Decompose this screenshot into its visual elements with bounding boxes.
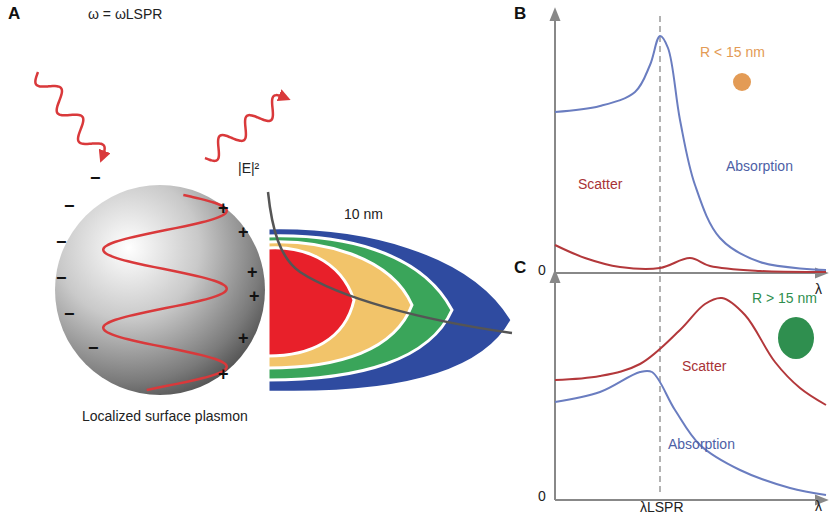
- scatter-curve: [555, 245, 826, 272]
- size-label: R < 15 nm: [700, 44, 765, 60]
- charge-sign: +: [238, 222, 249, 242]
- charge-sign: −: [90, 168, 101, 188]
- field-band: [268, 228, 512, 392]
- absorption-curve: [555, 371, 826, 495]
- charge-sign: +: [249, 286, 260, 306]
- x-axis: [555, 499, 826, 501]
- frequency-label: ω = ωLSPR: [88, 6, 162, 22]
- field-label: |E|²: [238, 160, 259, 176]
- caption-label: Localized surface plasmon: [82, 408, 248, 424]
- scatter-curve: [555, 298, 826, 405]
- charge-sign: −: [88, 338, 99, 358]
- charge-sign: +: [218, 364, 229, 384]
- panel-letter: B: [514, 4, 526, 24]
- charge-sign: −: [64, 196, 75, 216]
- scattered-light: [205, 95, 286, 161]
- series-label: Scatter: [682, 358, 726, 374]
- series-label: Absorption: [668, 436, 735, 452]
- charge-sign: +: [238, 328, 249, 348]
- charge-sign: +: [247, 262, 258, 282]
- charge-sign: −: [56, 268, 67, 288]
- series-label: Scatter: [578, 176, 622, 192]
- large-particle: [778, 317, 814, 359]
- incident-light: [35, 72, 104, 158]
- resonance-line: [659, 16, 661, 496]
- field-band: [268, 236, 452, 380]
- oscillation-wave: [103, 195, 226, 390]
- charge-sign: +: [218, 198, 229, 218]
- axis-origin: 0: [538, 262, 546, 278]
- size-label: R > 15 nm: [752, 290, 817, 306]
- panel-letter: A: [8, 4, 20, 24]
- axis-label: λ: [815, 498, 822, 514]
- distance-label: 10 nm: [344, 206, 383, 222]
- charge-sign: −: [56, 232, 67, 252]
- y-axis: [554, 272, 556, 500]
- y-axis: [554, 10, 556, 273]
- axis-label: λLSPR: [640, 499, 684, 515]
- charge-sign: −: [64, 304, 75, 324]
- panel-letter: C: [514, 258, 526, 278]
- axis-origin: 0: [538, 488, 546, 504]
- absorption-curve: [555, 36, 826, 270]
- nanoparticle-sphere: [55, 185, 265, 395]
- field-decay-curve: [268, 192, 512, 333]
- series-label: Absorption: [726, 158, 793, 174]
- small-particle: [733, 73, 751, 91]
- field-band: [268, 248, 354, 356]
